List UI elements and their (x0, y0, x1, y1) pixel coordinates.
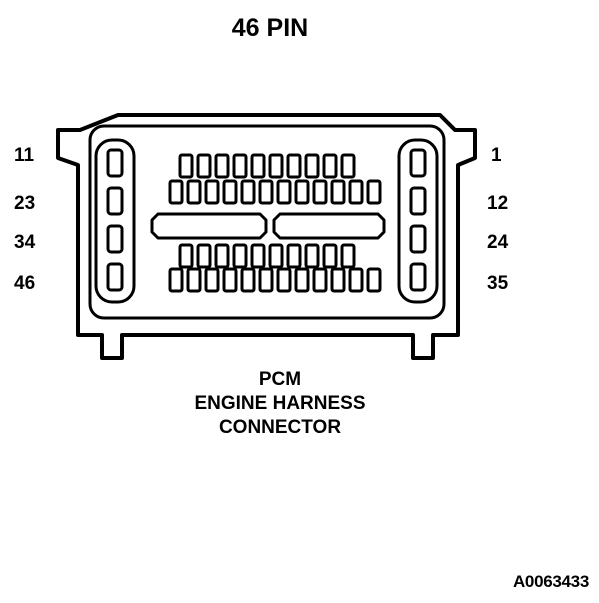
pin (178, 243, 194, 269)
pin (214, 153, 230, 179)
pin (294, 267, 310, 293)
pin (106, 148, 124, 178)
pin (240, 267, 256, 293)
pin (204, 267, 220, 293)
pin (268, 243, 284, 269)
pin-label-11: 11 (14, 145, 35, 166)
pin (168, 267, 184, 293)
pin-rows (168, 153, 382, 293)
diagram-title: 46 PIN (231, 14, 309, 42)
pin (186, 267, 202, 293)
pin (214, 243, 230, 269)
pin (258, 267, 274, 293)
pin (340, 243, 356, 269)
pin-label-24: 24 (487, 232, 509, 253)
pin-label-46: 46 (14, 273, 36, 294)
pin (178, 153, 194, 179)
pin (366, 267, 382, 293)
pin (250, 153, 266, 179)
pin (106, 262, 124, 292)
pin (322, 243, 338, 269)
connector-face (88, 124, 446, 320)
pin (330, 267, 346, 293)
pin (232, 243, 248, 269)
pin-label-1: 1 (491, 145, 502, 166)
pin (366, 179, 382, 205)
pin (196, 153, 212, 179)
pin-label-35: 35 (487, 273, 509, 294)
left-lock-tab (150, 212, 268, 240)
pin-label-23: 23 (14, 193, 36, 214)
left-pin-column (94, 138, 136, 304)
pin (409, 262, 427, 292)
pin (106, 186, 124, 216)
pin (409, 224, 427, 254)
pin (286, 243, 302, 269)
pin (304, 153, 320, 179)
pin (222, 179, 238, 205)
pin (250, 243, 266, 269)
caption-line-3: CONNECTOR (218, 417, 342, 438)
pin-label-34: 34 (14, 232, 36, 253)
pin (348, 267, 364, 293)
caption-line-1: PCM (258, 369, 302, 390)
caption-line-2: ENGINE HARNESS (194, 393, 366, 414)
pin (106, 224, 124, 254)
pin (204, 179, 220, 205)
connector-caption: PCM ENGINE HARNESS CONNECTOR (120, 368, 440, 440)
pin (340, 153, 356, 179)
pin (276, 179, 292, 205)
pin (409, 148, 427, 178)
pin (348, 179, 364, 205)
pin (330, 179, 346, 205)
right-pin-column (397, 138, 439, 304)
connector-housing (56, 113, 477, 360)
pin (312, 179, 328, 205)
pin (232, 153, 248, 179)
pin (304, 243, 320, 269)
pin (258, 179, 274, 205)
pin (322, 153, 338, 179)
pin (294, 179, 310, 205)
pin (268, 153, 284, 179)
pin (286, 153, 302, 179)
pin (312, 267, 328, 293)
pin (168, 179, 184, 205)
pin (276, 267, 292, 293)
pin-label-12: 12 (487, 193, 509, 214)
right-lock-tab (272, 212, 386, 240)
pin (222, 267, 238, 293)
pin (196, 243, 212, 269)
pin (409, 186, 427, 216)
figure-id: A0063433 (512, 572, 589, 591)
pin (186, 179, 202, 205)
pin (240, 179, 256, 205)
